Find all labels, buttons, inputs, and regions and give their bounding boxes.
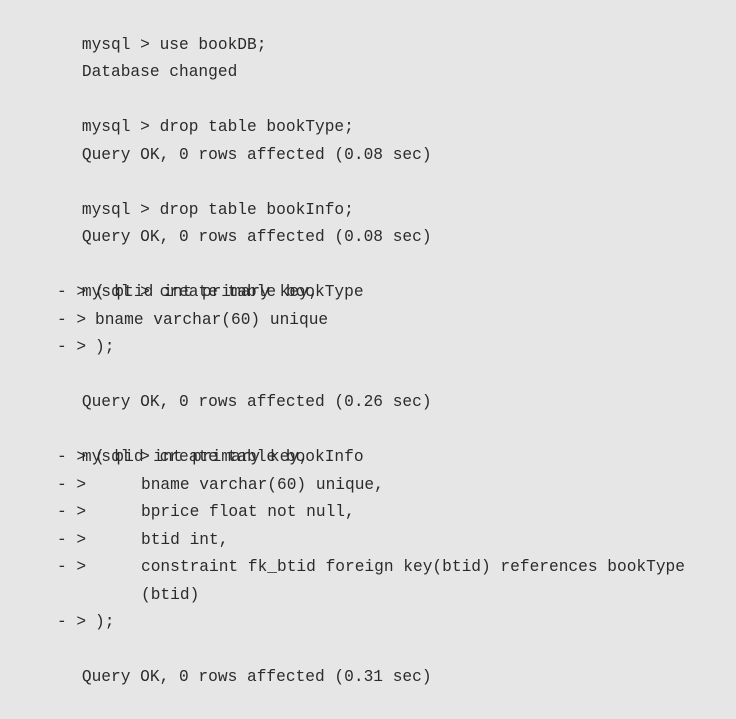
output-text: Database changed — [81, 63, 238, 81]
command-text: ( btid int primary key, — [95, 283, 319, 301]
console-line: Query OK, 0 rows affected (0.08 sec) — [0, 114, 736, 164]
console-line: mysql > drop table bookType; — [0, 87, 736, 136]
prompt-label: mysql > — [81, 35, 160, 54]
console-line: - >); — [0, 334, 736, 362]
continuation-prompt: - > — [57, 283, 87, 301]
console-line: mysql > drop table bookInfo; — [0, 169, 736, 219]
mysql-console: mysql > use bookDB; Database changed mys… — [0, 4, 736, 686]
console-line: mysql > create table bookInfo — [0, 417, 736, 466]
continuation-prompt: - > — [57, 558, 87, 576]
continuation-prompt: - > — [57, 310, 87, 329]
command-text: use bookDB; — [159, 35, 267, 54]
console-line: - > constraint fk_btid foreign key(btid) … — [0, 554, 736, 582]
console-line: Query OK, 0 rows affected (0.26 sec) — [0, 362, 736, 411]
console-line: - > bname varchar(60) unique — [0, 307, 736, 335]
command-text: create table bookType — [159, 283, 364, 301]
console-line: - > ( bid int primary key, — [0, 444, 736, 472]
output-text: Query OK, 0 rows affected (0.08 sec) — [81, 145, 432, 164]
continuation-prompt: - > — [57, 613, 87, 631]
console-line: - > bprice float not null, — [0, 499, 736, 527]
command-text: drop table bookInfo; — [159, 200, 354, 219]
output-text: Query OK, 0 rows affected (0.26 sec) — [81, 393, 432, 411]
blank-line — [0, 142, 736, 170]
console-line: Database changed — [0, 32, 736, 81]
command-text: bname varchar(60) unique, — [141, 475, 384, 494]
command-text: bname varchar(60) unique — [95, 310, 329, 329]
console-line: - > ( btid int primary key, — [0, 279, 736, 307]
continuation-prompt: - > — [57, 448, 87, 466]
console-line: - >); — [0, 609, 736, 637]
command-text: btid int, — [141, 530, 229, 549]
console-line: mysql > create table bookType — [0, 252, 736, 301]
console-line: Query OK, 0 rows affected (0.31 sec) — [0, 637, 736, 686]
prompt-label: mysql > — [81, 283, 160, 301]
prompt-label: mysql > — [81, 118, 160, 136]
output-text: Query OK, 0 rows affected (0.08 sec) — [81, 228, 432, 246]
command-text: create table bookInfo — [159, 448, 364, 466]
command-text: drop table bookType; — [159, 118, 354, 136]
wrapped-text: (btid) — [141, 585, 200, 604]
command-text: bprice float not null, — [141, 503, 355, 521]
prompt-label: mysql > — [81, 200, 160, 219]
prompt-label: mysql > — [81, 448, 160, 466]
blank-line — [0, 59, 736, 87]
blank-line — [0, 389, 736, 417]
command-text: ); — [95, 613, 115, 631]
continuation-prompt: - > — [57, 530, 87, 549]
console-line: - > bname varchar(60) unique, — [0, 472, 736, 500]
console-line: - > btid int, — [0, 527, 736, 555]
console-line: mysql > use bookDB; — [0, 4, 736, 54]
continuation-prompt: - > — [57, 503, 87, 521]
blank-line — [0, 224, 736, 252]
continuation-prompt: - > — [57, 338, 87, 356]
console-line: Query OK, 0 rows affected (0.08 sec) — [0, 197, 736, 246]
continuation-prompt: - > — [57, 475, 87, 494]
command-text: constraint fk_btid foreign key(btid) ref… — [141, 558, 685, 576]
console-line: (btid) — [0, 582, 736, 610]
command-text: ); — [95, 338, 115, 356]
command-text: ( bid int primary key, — [95, 448, 309, 466]
